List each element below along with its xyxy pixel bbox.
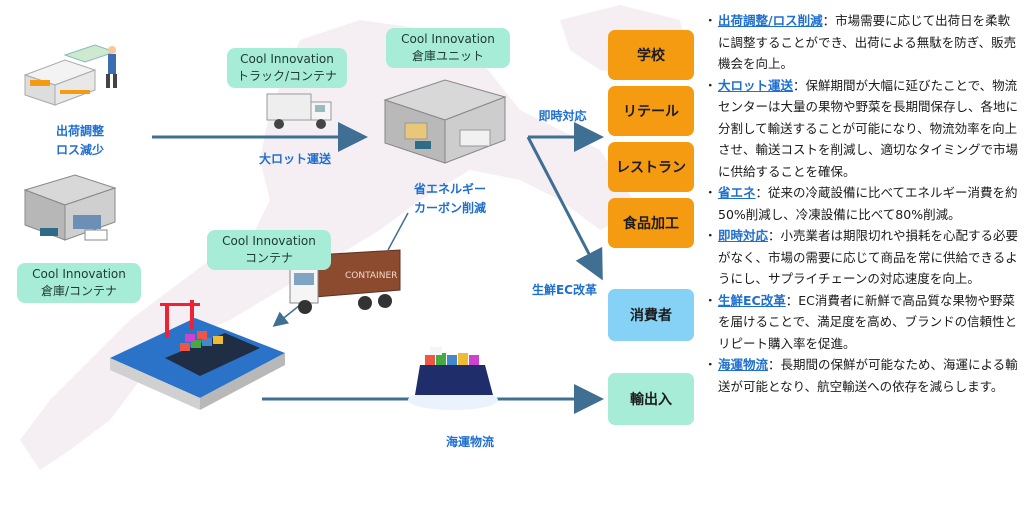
farm-store-illustration [23, 44, 117, 106]
truck-label-line2: トラック/コンテナ [236, 69, 338, 83]
left-warehouse-illustration [23, 174, 117, 241]
container-label-line2: コンテナ [244, 251, 293, 265]
bullet-dot: ・ [704, 357, 717, 372]
benefit-term: 出荷調整/ロス削減 [718, 13, 823, 28]
destination-school: 学校 [608, 30, 694, 80]
shipping-adjust-line1: 出荷調整 [55, 124, 104, 138]
bullet-dot: ・ [704, 185, 717, 200]
bullet-dot: ・ [704, 13, 717, 28]
benefit-item: ・ 省エネ：従来の冷蔵設備に比べてエネルギー消費を約50%削減し、冷凍設備に比べ… [704, 182, 1019, 225]
benefit-text: ：小売業者は期限切れや損耗を心配する必要がなく、市場の需要に応じて商品を常に供給… [718, 228, 1019, 286]
container-label-line1: Cool Innovation [222, 234, 316, 248]
bullet-dot: ・ [704, 292, 717, 308]
energy-saving-line1: 省エネルギー [413, 182, 486, 196]
benefit-text: ：EC消費者に新鮮で高品質な果物や野菜を届けることで、満足度を高め、ブランドの信… [718, 292, 1018, 351]
refrigerated-truck-illustration [266, 93, 332, 129]
energy-saving-line2: カーボン削減 [413, 201, 486, 215]
benefit-term: 海運物流 [718, 357, 769, 372]
pointer-to-port [272, 304, 301, 327]
cargo-ship-illustration [408, 347, 498, 410]
benefit-list: ・ 出荷調整/ロス削減：市場需要に応じて出荷日を柔軟に調整することができ、出荷に… [704, 10, 1019, 397]
benefit-item: ・ 海運物流：長期間の保鮮が可能なため、海運による輸送が可能となり、航空輸送への… [704, 354, 1019, 397]
destination-retail: リテール [608, 86, 694, 136]
destination-consumer: 消費者 [608, 289, 694, 341]
ec-reform-label: 生鮮EC改革 [531, 283, 597, 297]
warehouse-unit-label-line1: Cool Innovation [401, 32, 495, 46]
destination-restaurant: レストラン [608, 142, 694, 192]
benefit-term: 生鮮EC改革 [718, 292, 786, 308]
port-illustration [110, 300, 285, 410]
pointer-to-truck [387, 212, 409, 251]
sea-logistics-label: 海運物流 [445, 435, 494, 449]
warehouse-container-label-line2: 倉庫/コンテナ [40, 284, 118, 298]
container-text: CONTAINER [345, 271, 397, 281]
truck-label-line1: Cool Innovation [240, 52, 334, 66]
bullet-dot: ・ [704, 77, 717, 93]
shipping-adjust-label: 出荷調整 ロス減少 [40, 122, 120, 160]
truck-container-label: Cool Innovation トラック/コンテナ [227, 48, 347, 88]
energy-saving-label: 省エネルギー カーボン削減 [395, 180, 505, 218]
benefit-text: ：保鮮期間が大幅に延びたことで、物流センターは大量の果物や野菜を長期間保存し、各… [718, 77, 1019, 179]
warehouse-container-label: Cool Innovation 倉庫/コンテナ [17, 263, 141, 303]
shipping-adjust-line2: ロス減少 [55, 143, 104, 157]
container-label: Cool Innovation コンテナ [207, 230, 331, 270]
benefit-text: ：市場需要に応じて出荷日を柔軟に調整することができ、出荷による無駄を防ぎ、販売機… [718, 13, 1017, 71]
destination-food-processing: 食品加工 [608, 198, 694, 248]
benefit-term: 省エネ [718, 185, 756, 200]
warehouse-unit-illustration [383, 79, 507, 164]
benefit-text: ：長期間の保鮮が可能なため、海運による輸送が可能となり、航空輸送への依存を減らし… [718, 357, 1018, 394]
benefit-term: 大ロット運送 [718, 77, 794, 93]
warehouse-unit-label-line2: 倉庫ユニット [411, 49, 484, 63]
bulk-transport-label: 大ロット運送 [258, 152, 331, 166]
warehouse-container-label-line1: Cool Innovation [32, 267, 126, 281]
benefit-item: ・ 出荷調整/ロス削減：市場需要に応じて出荷日を柔軟に調整することができ、出荷に… [704, 10, 1019, 75]
benefit-item: ・ 大ロット運送：保鮮期間が大幅に延びたことで、物流センターは大量の果物や野菜を… [704, 75, 1019, 183]
warehouse-unit-label: Cool Innovation 倉庫ユニット [386, 28, 510, 68]
benefit-term: 即時対応 [718, 228, 769, 243]
bullet-dot: ・ [704, 228, 717, 243]
benefit-item: ・ 即時対応：小売業者は期限切れや損耗を心配する必要がなく、市場の需要に応じて商… [704, 225, 1019, 290]
immediate-response-label: 即時対応 [538, 109, 587, 123]
destination-import-export: 輸出入 [608, 373, 694, 425]
benefit-text: ：従来の冷蔵設備に比べてエネルギー消費を約50%削減し、冷凍設備に比べて80%削… [718, 185, 1018, 222]
arrow-to-consumer [526, 136, 603, 281]
benefit-item: ・ 生鮮EC改革：EC消費者に新鮮で高品質な果物や野菜を届けることで、満足度を高… [704, 290, 1019, 355]
